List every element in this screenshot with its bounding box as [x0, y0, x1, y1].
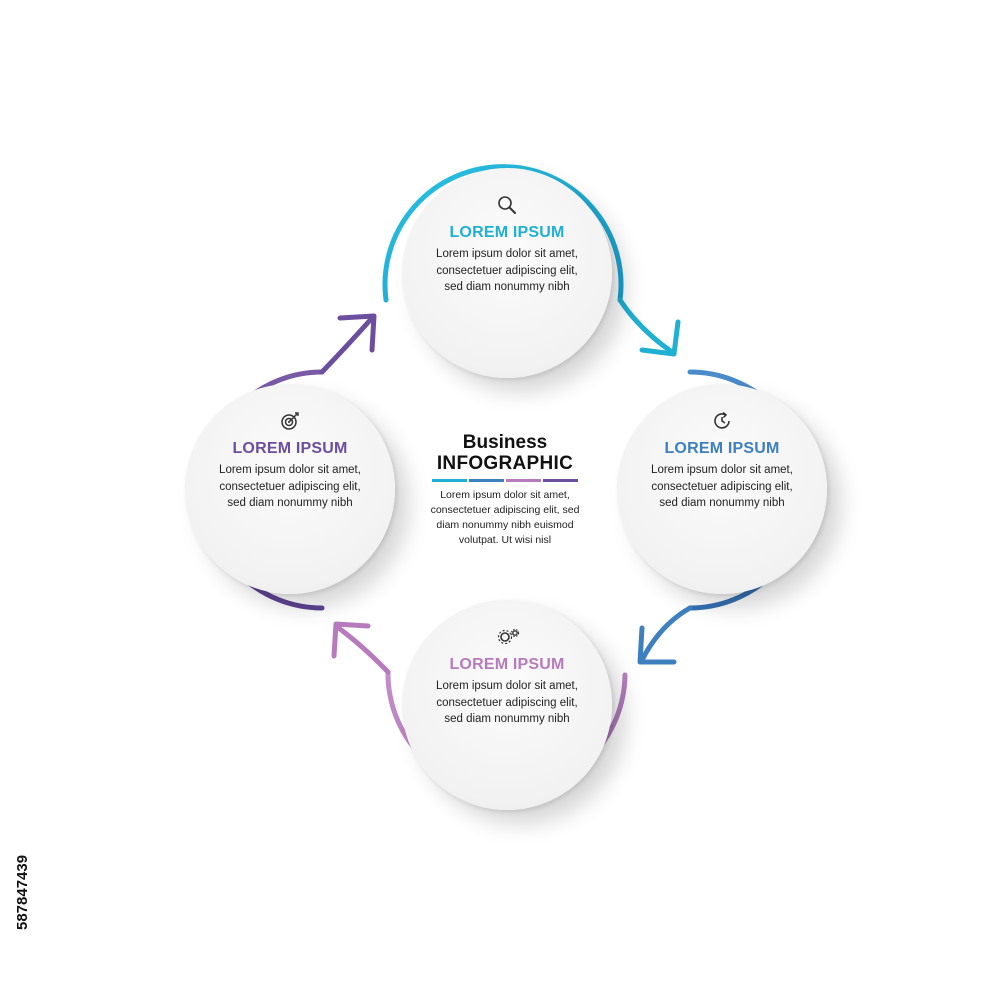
step-title: LOREM IPSUM: [232, 440, 348, 457]
stock-id-text: 587847439: [14, 854, 31, 930]
step-card-top: LOREM IPSUM Lorem ipsum dolor sit amet, …: [402, 168, 612, 378]
center-pre-title: Business: [462, 432, 548, 453]
step-card-right: LOREM IPSUM Lorem ipsum dolor sit amet, …: [617, 384, 827, 594]
divider-segment-blue: [469, 479, 504, 482]
step-description: Lorem ipsum dolor sit amet, consectetuer…: [436, 248, 578, 293]
step-description: Lorem ipsum dolor sit amet, consectetuer…: [651, 464, 793, 509]
step-description: Lorem ipsum dolor sit amet, consectetuer…: [219, 464, 361, 509]
step-card-left: LOREM IPSUM Lorem ipsum dolor sit amet, …: [185, 384, 395, 594]
arrow-bottom-to-left: [331, 621, 391, 675]
target-icon: [279, 410, 301, 432]
step-title: LOREM IPSUM: [664, 440, 780, 457]
magnifier-icon: [496, 194, 518, 216]
center-title: INFOGRAPHIC: [436, 453, 574, 474]
center-description: Lorem ipsum dolor sit amet, consectetuer…: [430, 489, 580, 546]
arrow-top-to-right: [617, 297, 681, 357]
ring-top: [382, 164, 624, 303]
color-divider-bar: [432, 479, 578, 482]
divider-segment-purple: [543, 479, 578, 482]
step-title: LOREM IPSUM: [449, 656, 565, 673]
arrow-right-to-bottom: [637, 605, 693, 665]
arrow-left-to-top: [319, 313, 377, 375]
step-title: LOREM IPSUM: [449, 224, 565, 241]
stock-id-label: 587847439: [10, 760, 32, 940]
step-card-bottom: LOREM IPSUM Lorem ipsum dolor sit amet, …: [402, 600, 612, 810]
step-description: Lorem ipsum dolor sit amet, consectetuer…: [436, 680, 578, 725]
divider-segment-cyan: [432, 479, 467, 482]
divider-segment-pink: [506, 479, 541, 482]
center-heading-block: Business INFOGRAPHIC Lorem ipsum dolor s…: [424, 432, 586, 548]
gears-icon: [496, 626, 520, 648]
clock-refresh-icon: [711, 410, 733, 432]
